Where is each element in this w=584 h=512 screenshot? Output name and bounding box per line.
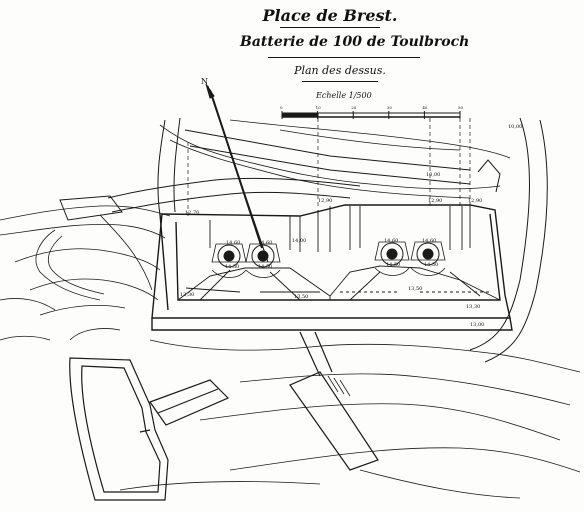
elevation-label: 12,90 bbox=[318, 198, 332, 204]
elevation-label: 14,50 bbox=[386, 262, 400, 268]
place-title: Place de Brest. bbox=[262, 6, 398, 25]
elevation-label: 14,60 bbox=[258, 240, 272, 246]
southern-enclosure bbox=[69, 357, 230, 501]
elevation-label: 13,50 bbox=[294, 294, 308, 300]
scale-bar: 0 10 20 30 40 50 bbox=[280, 105, 464, 119]
gun-emplacement-3 bbox=[374, 241, 410, 276]
elevation-label: 13,30 bbox=[466, 304, 480, 310]
north-label: N bbox=[201, 77, 208, 86]
elevation-label: 13,50 bbox=[408, 286, 422, 292]
approach-road bbox=[289, 331, 379, 471]
view-underline bbox=[302, 81, 378, 82]
scale-ratio: 1/500 bbox=[348, 91, 372, 100]
elevation-label: 14,60 bbox=[422, 238, 436, 244]
elevation-labels: 14,60 14,60 14,60 14,60 14,50 14,50 14,5… bbox=[180, 124, 522, 328]
elevation-label: 14,50 bbox=[424, 262, 438, 268]
elevation-label: 13,00 bbox=[470, 322, 484, 328]
elevation-label: 14,50 bbox=[225, 264, 239, 270]
battery-outline bbox=[151, 204, 513, 331]
gun-emplacement-2 bbox=[245, 243, 281, 278]
title-underline bbox=[280, 27, 380, 28]
scale-tick-label: 10 bbox=[316, 105, 322, 110]
scale-tick-label: 40 bbox=[422, 105, 428, 110]
gun-emplacement-1 bbox=[211, 243, 247, 278]
scale-tick-label: 30 bbox=[387, 105, 393, 110]
contour-lines bbox=[0, 119, 581, 499]
elevation-label: 12,90 bbox=[428, 198, 442, 204]
gun-emplacement-4 bbox=[410, 241, 446, 276]
elevation-label: 14,50 bbox=[258, 264, 272, 270]
view-title: Plan des dessus. bbox=[294, 64, 386, 77]
elevation-label: 12,90 bbox=[468, 198, 482, 204]
elevation-label: 10,00 bbox=[508, 124, 522, 130]
elevation-label: 14,60 bbox=[384, 238, 398, 244]
elevation-label: 10,00 bbox=[426, 172, 440, 178]
elevation-label: 13,30 bbox=[180, 292, 194, 298]
scale-title: Echelle 1/500 bbox=[316, 91, 372, 100]
scale-tick-label: 20 bbox=[351, 105, 357, 110]
north-arrow: N bbox=[201, 77, 269, 263]
elevation-label: 14,00 bbox=[292, 238, 306, 244]
traverses bbox=[177, 206, 501, 301]
elevation-label: 12,70 bbox=[185, 210, 199, 216]
scale-label: Echelle bbox=[316, 91, 347, 100]
survey-lines bbox=[187, 118, 471, 218]
scale-tick-label: 50 bbox=[458, 105, 464, 110]
battery-title: Batterie de 100 de Toulbroch bbox=[240, 34, 470, 50]
elevation-label: 14,60 bbox=[226, 240, 240, 246]
scale-tick-label: 0 bbox=[280, 105, 283, 110]
battery-underline bbox=[268, 57, 420, 58]
